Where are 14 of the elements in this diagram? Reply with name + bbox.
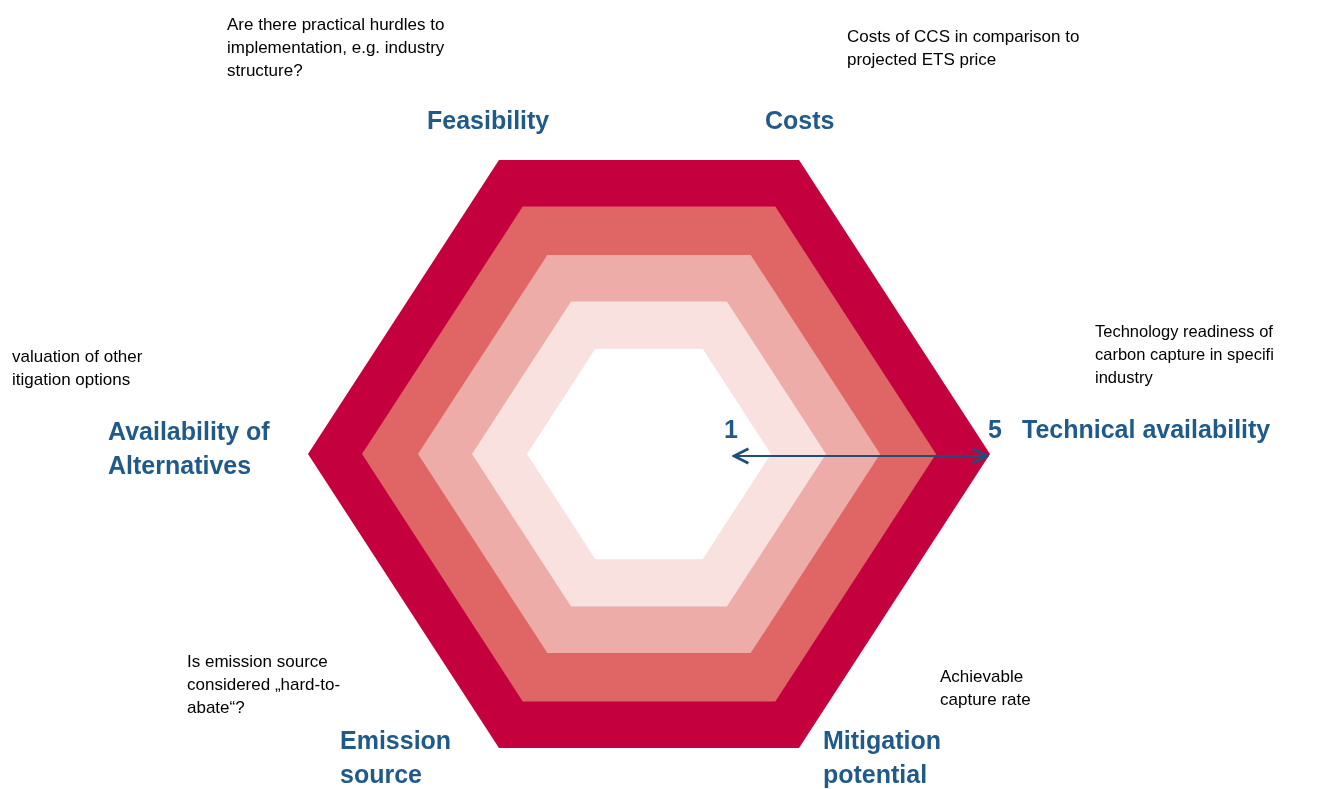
dimension-title: Costs xyxy=(765,105,836,136)
dimension-title: Technical availability xyxy=(1022,414,1272,445)
description-text: Costs of CCS in comparison to projected ETS price xyxy=(847,26,1081,71)
description-text: Are there practical hurdles to implementation, e.g. industry structure? xyxy=(227,14,446,82)
description-text: Achievable capture rate xyxy=(940,666,1032,711)
dimension-title: Feasibility xyxy=(427,105,551,136)
description-text: valuation of other itigation options xyxy=(12,346,144,391)
dimension-title: Mitigation potential xyxy=(823,725,943,789)
scale-number: 1 xyxy=(724,414,739,445)
dimension-title: Availability of Alternatives xyxy=(108,416,271,481)
description-text: Is emission source considered „hard-to-abate“? xyxy=(187,651,342,719)
dimension-title: Emission source xyxy=(340,725,453,789)
description-text: Technology readiness of carbon capture in specifi industry xyxy=(1095,321,1275,388)
scale-number: 5 xyxy=(988,414,1003,445)
